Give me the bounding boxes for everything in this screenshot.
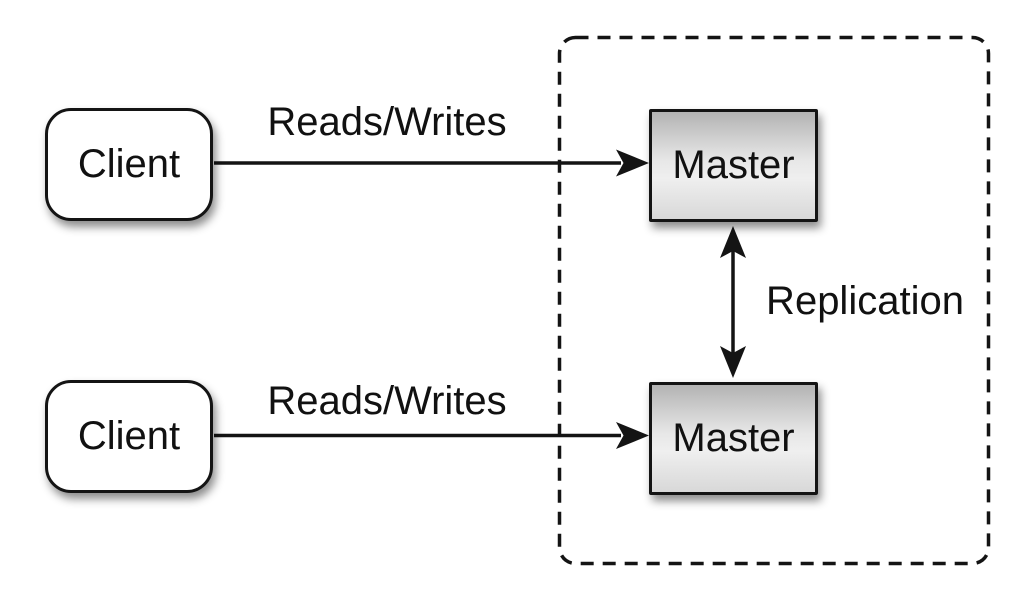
arrowhead-right-icon bbox=[616, 149, 649, 177]
arrowhead-up-icon bbox=[720, 226, 746, 258]
replication-boundary-box bbox=[557, 35, 991, 566]
replication-label: Replication bbox=[766, 279, 964, 323]
arrowhead-right-icon bbox=[616, 422, 649, 449]
reads-writes-label-top: Reads/Writes bbox=[267, 100, 507, 144]
client-node-bottom-label: Client bbox=[77, 414, 181, 458]
master-node-bottom: Master bbox=[649, 382, 818, 495]
client-node-bottom: Client bbox=[45, 380, 213, 493]
master-node-top-label: Master bbox=[672, 143, 795, 187]
reads-writes-arrow-bottom bbox=[214, 422, 649, 449]
client-node-top: Client bbox=[45, 108, 213, 221]
client-node-top-label: Client bbox=[77, 142, 181, 186]
replication-arrow bbox=[720, 226, 746, 378]
reads-writes-arrow-top bbox=[214, 149, 649, 177]
master-node-top: Master bbox=[649, 109, 818, 222]
reads-writes-label-bottom: Reads/Writes bbox=[267, 379, 507, 423]
master-node-bottom-label: Master bbox=[672, 416, 795, 460]
arrowhead-down-icon bbox=[720, 346, 746, 378]
